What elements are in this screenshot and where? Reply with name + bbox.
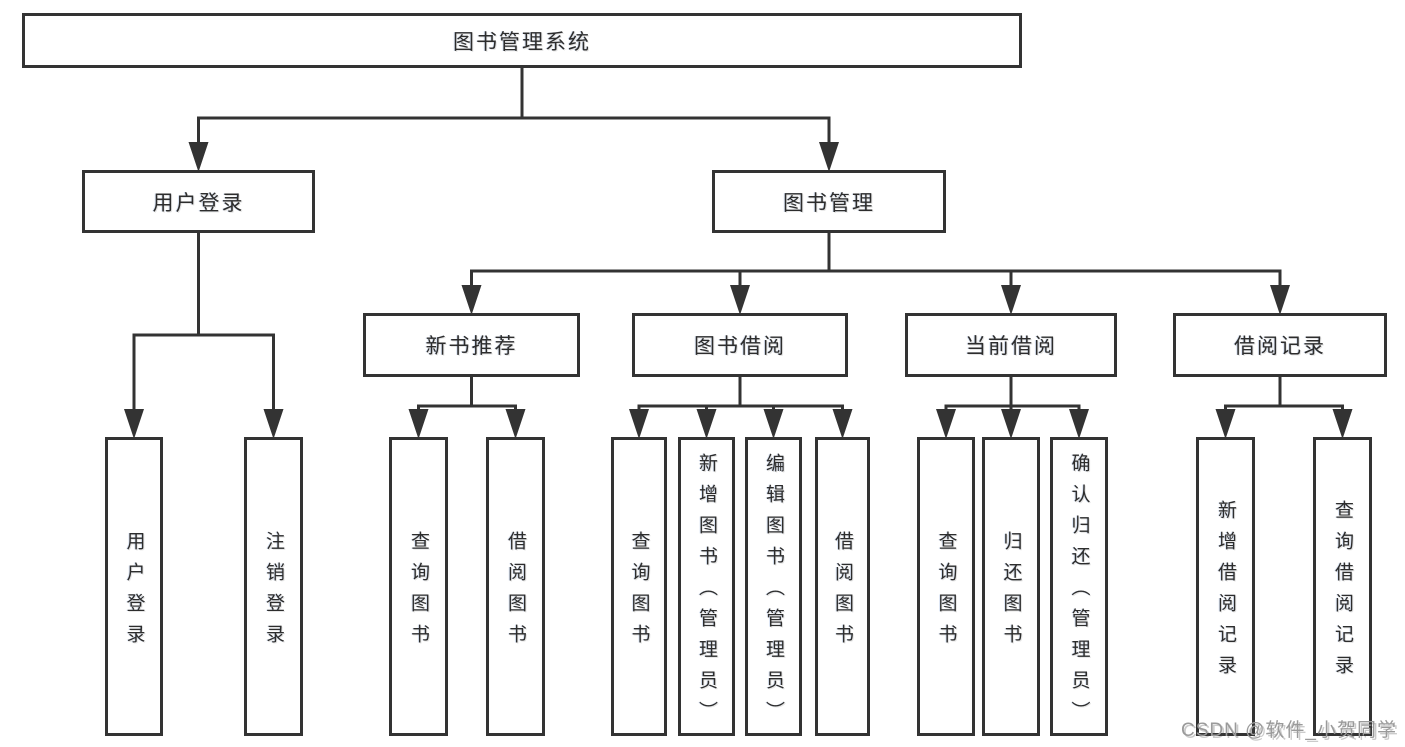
node-label-bb-edit: 编辑图书（管理员） <box>763 453 784 732</box>
node-br-query: 查询借阅记录 <box>1313 437 1372 736</box>
node-label-user-login: 用户登录 <box>152 191 245 215</box>
node-label-current-borrow: 当前借阅 <box>965 335 1057 358</box>
node-login: 用户登录 <box>105 437 163 736</box>
node-book-mgmt: 图书管理 <box>712 170 946 233</box>
node-cb-return: 归还图书 <box>982 437 1040 736</box>
node-label-rec-borrow: 借阅图书 <box>505 530 526 655</box>
node-borrow-records: 借阅记录 <box>1173 313 1387 377</box>
watermark-text: CSDN @软件_小贺同学 <box>1181 720 1397 741</box>
node-label-book-borrow: 图书借阅 <box>694 335 786 358</box>
node-current-borrow: 当前借阅 <box>905 313 1117 377</box>
node-label-cb-query: 查询图书 <box>935 530 957 655</box>
node-label-bb-query: 查询图书 <box>628 530 650 655</box>
node-label-bb-borrow: 借阅图书 <box>832 530 853 655</box>
node-cb-query: 查询图书 <box>917 437 975 736</box>
node-bb-borrow: 借阅图书 <box>815 437 870 736</box>
node-label-br-add: 新增借阅记录 <box>1215 499 1236 686</box>
node-bb-edit: 编辑图书（管理员） <box>745 437 802 736</box>
node-label-bb-add: 新增图书（管理员） <box>696 453 717 732</box>
node-label-cb-return: 归还图书 <box>1000 530 1022 655</box>
node-bb-add: 新增图书（管理员） <box>678 437 735 736</box>
node-label-borrow-records: 借阅记录 <box>1234 335 1326 358</box>
node-label-root: 图书管理系统 <box>453 30 591 54</box>
node-new-book-rec: 新书推荐 <box>363 313 580 377</box>
node-br-add: 新增借阅记录 <box>1196 437 1255 736</box>
node-label-new-book-rec: 新书推荐 <box>425 335 518 358</box>
node-cb-confirm: 确认归还（管理员） <box>1050 437 1108 736</box>
node-label-br-query: 查询借阅记录 <box>1332 499 1353 686</box>
node-book-borrow: 图书借阅 <box>632 313 848 377</box>
node-label-book-mgmt: 图书管理 <box>783 191 875 215</box>
node-rec-borrow: 借阅图书 <box>486 437 545 736</box>
node-label-cb-confirm: 确认归还（管理员） <box>1068 453 1090 732</box>
node-rec-query: 查询图书 <box>389 437 448 736</box>
node-label-login: 用户登录 <box>123 530 145 655</box>
node-logout: 注销登录 <box>244 437 303 736</box>
node-label-rec-query: 查询图书 <box>408 530 429 655</box>
node-label-logout: 注销登录 <box>263 530 284 655</box>
node-user-login: 用户登录 <box>82 170 315 233</box>
node-bb-query: 查询图书 <box>611 437 667 736</box>
node-root: 图书管理系统 <box>22 13 1022 68</box>
